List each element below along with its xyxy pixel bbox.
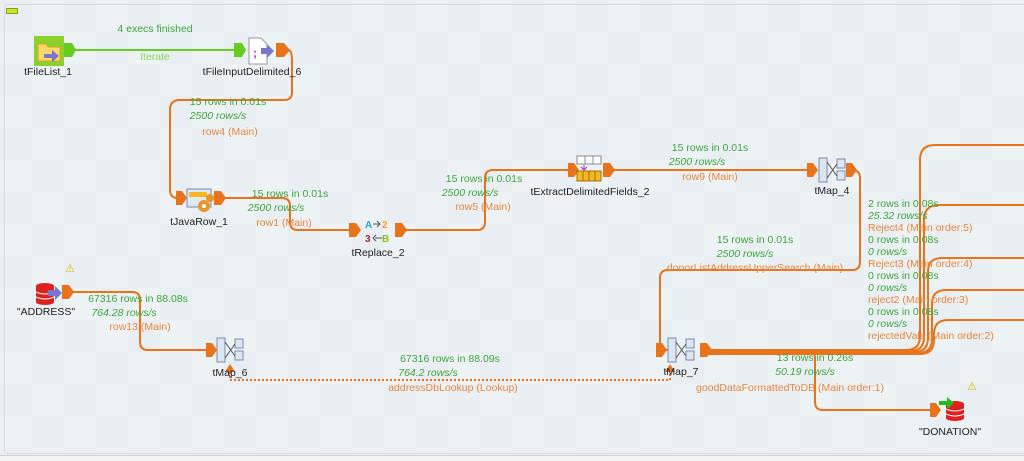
delimited-file-icon: ; [248,37,274,65]
tmap6-node[interactable] [216,336,244,364]
tjavarow-label: tJavaRow_1 [170,216,228,228]
row9-rate: 2500 rows/s [668,156,726,168]
lookup-rows: 67316 rows in 88.09s [400,353,500,365]
tjavarow-node[interactable] [186,186,214,214]
reject4-rate: 25.32 rows/s [868,210,928,222]
svg-text:;: ; [253,46,257,60]
address-db-node[interactable] [34,280,62,308]
reject2-rate: 0 rows/s [868,282,908,294]
row13-rows: 67316 rows in 88.08s [88,293,188,305]
link-reject2 [708,204,1024,352]
row13-rate: 764.28 rows/s [91,307,157,319]
iterate-label[interactable]: Iterate [140,51,170,63]
row4-rate: 2500 rows/s [189,110,247,122]
address-db-label: "ADDRESS" [16,306,76,318]
reject3-rate: 0 rows/s [868,246,908,258]
tmap4-label: tMap_4 [814,185,850,197]
lookup-label[interactable]: addressDbLookup (Lookup) [388,382,518,394]
tfilelist-node[interactable] [34,36,64,66]
reject4-label[interactable]: Reject4 (Main order:5) [868,222,973,234]
java-row-gear-icon [186,188,214,212]
good-rate: 50.19 rows/s [775,366,835,378]
svg-text:B: B [382,234,389,245]
row1-label[interactable]: row1 (Main) [256,217,312,229]
link-reject4 [708,289,1024,354]
row9-rows: 15 rows in 0.01s [671,142,749,154]
tmap7-label: tMap_7 [663,366,699,378]
donation-db-node[interactable] [938,396,966,424]
collapse-subjob-button[interactable] [6,8,18,14]
row9-label[interactable]: row9 (Main) [682,171,738,183]
textractdelimited-node[interactable] [576,155,604,183]
link-rejectedVals [708,144,1024,351]
row13-label[interactable]: row13 (Main) [109,321,171,333]
link-row1 [218,197,352,231]
folder-icon [34,36,64,66]
reject-links-labels: 2 rows in 0.08s 25.32 rows/s Reject4 (Ma… [868,198,994,342]
rejectedvals-label[interactable]: rejectedVals (Main order:2) [868,330,994,342]
row1-rate: 2500 rows/s [247,202,305,214]
job-canvas-frame [4,4,1024,454]
extract-fields-icon [576,155,602,182]
link-row5 [398,169,573,231]
row5-rate: 2500 rows/s [441,187,499,199]
link-row4 [169,49,293,199]
donation-db-label: "DONATION" [918,426,982,438]
donor-rows: 15 rows in 0.01s [716,234,794,246]
tmap-icon [667,337,695,363]
database-input-icon [35,283,62,305]
treplace-label: tReplace_2 [351,247,405,259]
rejectedvals-rate: 0 rows/s [868,318,908,330]
row4-rows: 15 rows in 0.01s [189,96,267,108]
tmap6-label: tMap_6 [212,367,248,379]
textractdelimited-label: tExtractDelimitedFields_2 [530,186,650,198]
lookup-rate: 764.2 rows/s [398,367,458,379]
horizontal-scrollbar[interactable] [0,455,1024,461]
donor-rate: 2500 rows/s [716,248,774,260]
database-output-icon [939,397,965,421]
tmap7-node[interactable] [667,336,695,364]
svg-text:2: 2 [382,220,388,231]
svg-text:3: 3 [365,234,371,245]
row4-label[interactable]: row4 (Main) [202,126,258,138]
warning-icon[interactable]: ⚠ [967,381,977,393]
row5-label[interactable]: row5 (Main) [455,201,511,213]
good-label[interactable]: goodDataFormattedToDB (Main order:1) [696,382,884,394]
rejectedvals-rows: 0 rows in 0.08s [868,306,939,318]
reject3-label[interactable]: Reject3 (Main order:4) [868,258,973,270]
link-reject3 [708,257,1024,353]
tmap-icon [216,337,244,363]
warning-icon[interactable]: ⚠ [65,263,75,275]
iterate-stats: 4 execs finished [117,23,193,35]
reject2-label[interactable]: reject2 (Main order:3) [868,294,969,306]
tfileinputdelimited-label: tFileInputDelimited_6 [202,66,302,78]
good-rows: 13 rows in 0.26s [776,352,854,364]
tmap4-node[interactable] [818,156,846,184]
row5-rows: 15 rows in 0.01s [445,173,523,185]
svg-text:A: A [365,220,372,231]
tmap-icon [818,157,846,183]
row1-rows: 15 rows in 0.01s [251,188,329,200]
donor-label[interactable]: donorListAddressUpperSearch (Main) [666,262,844,274]
tfileinputdelimited-node[interactable]: ; [246,37,274,65]
tfilelist-label: tFileList_1 [24,66,72,78]
reject4-rows: 2 rows in 0.08s [868,198,939,210]
reject3-rows: 0 rows in 0.08s [868,234,939,246]
link-row13 [70,291,210,351]
reject2-rows: 0 rows in 0.08s [868,270,939,282]
link-reject5 [708,319,1024,355]
link-lookup [229,368,671,381]
